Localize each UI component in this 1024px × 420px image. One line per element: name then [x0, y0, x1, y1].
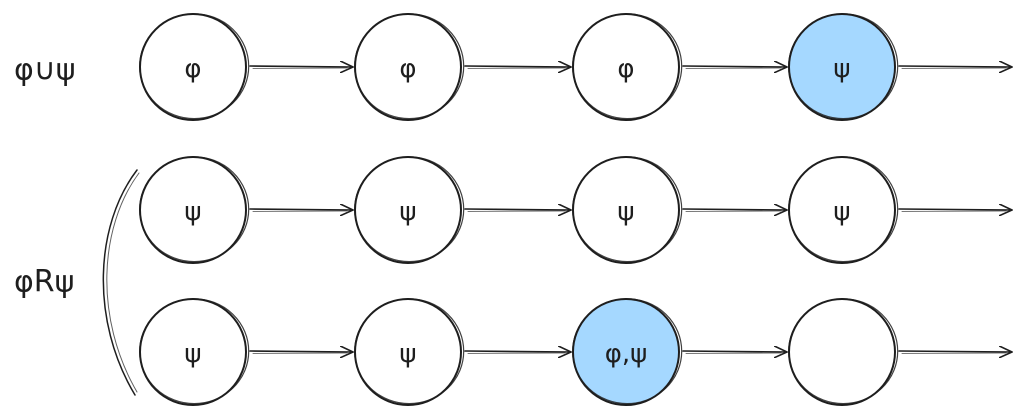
transition-arrow-stroke [252, 67, 348, 69]
state-node: φ [572, 13, 683, 121]
state-circle-stroke [354, 298, 465, 405]
state-circle-stroke [572, 156, 683, 263]
transition-arrow [898, 209, 1013, 210]
until-row-label: φ∪ψ [14, 53, 76, 88]
transition-arrow-stroke [901, 352, 1007, 354]
transition-arrow [249, 209, 354, 210]
release-group-brace [102, 169, 138, 396]
state-node: ψ [139, 298, 250, 406]
transition-arrow-stroke [467, 210, 566, 212]
release-group-label: φRψ [14, 265, 74, 300]
transition-arrow-stroke [901, 210, 1007, 212]
transition-arrow [682, 351, 788, 352]
state-label: φ [184, 54, 201, 84]
state-label: ψ [184, 197, 201, 227]
transition-arrow [249, 351, 354, 352]
state-node: ψ [788, 13, 899, 121]
state-node: ψ [354, 156, 465, 264]
state-node: ψ [139, 156, 250, 264]
state-circle-stroke [139, 298, 250, 405]
transition-arrow [464, 209, 572, 210]
transition-arrow-stroke [467, 67, 566, 69]
transition-arrow [249, 66, 354, 67]
state-label: ψ [833, 54, 850, 84]
transition-arrow-stroke [467, 352, 566, 354]
transition-arrow [898, 66, 1013, 67]
transition-arrow [464, 66, 572, 67]
state-circle-stroke [788, 298, 899, 405]
transition-arrow [464, 351, 572, 352]
state-node: ψ [354, 298, 465, 406]
state-row-3: ψ ψ φ,ψ [139, 298, 1013, 406]
transition-arrow [898, 351, 1013, 352]
transition-arrow [682, 209, 788, 210]
state-node: φ [354, 13, 465, 121]
state-circle-stroke [788, 156, 899, 263]
transition-arrow-stroke [252, 210, 348, 212]
state-label: φ [399, 54, 416, 84]
state-label: ψ [399, 339, 416, 369]
transition-arrow-stroke [252, 352, 348, 354]
state-node: φ [139, 13, 250, 121]
state-circle-stroke [139, 156, 250, 263]
release-group-brace-stroke [106, 172, 140, 393]
transition-arrow-stroke [685, 67, 782, 69]
state-node [788, 298, 899, 406]
transition-arrow-stroke [685, 352, 782, 354]
state-circle-stroke [572, 298, 683, 405]
transition-arrow-stroke [685, 210, 782, 212]
state-label: ψ [833, 197, 850, 227]
transition-arrow-stroke [901, 67, 1007, 69]
state-circle-stroke [572, 13, 683, 120]
state-rows: φ φ φ ψ ψ ψ ψ ψ ψ ψ φ,ψ [139, 13, 1013, 406]
state-label: ψ [399, 197, 416, 227]
state-label: ψ [184, 339, 201, 369]
state-node: φ,ψ [572, 298, 683, 406]
transition-arrow [682, 66, 788, 67]
state-circle-stroke [354, 13, 465, 120]
state-circle-stroke [139, 13, 250, 120]
state-circle-stroke [788, 13, 899, 120]
state-circle-stroke [354, 156, 465, 263]
state-label: φ [617, 54, 634, 84]
state-node: ψ [788, 156, 899, 264]
state-label: ψ [617, 197, 634, 227]
state-node: ψ [572, 156, 683, 264]
state-label: φ,ψ [605, 339, 648, 369]
